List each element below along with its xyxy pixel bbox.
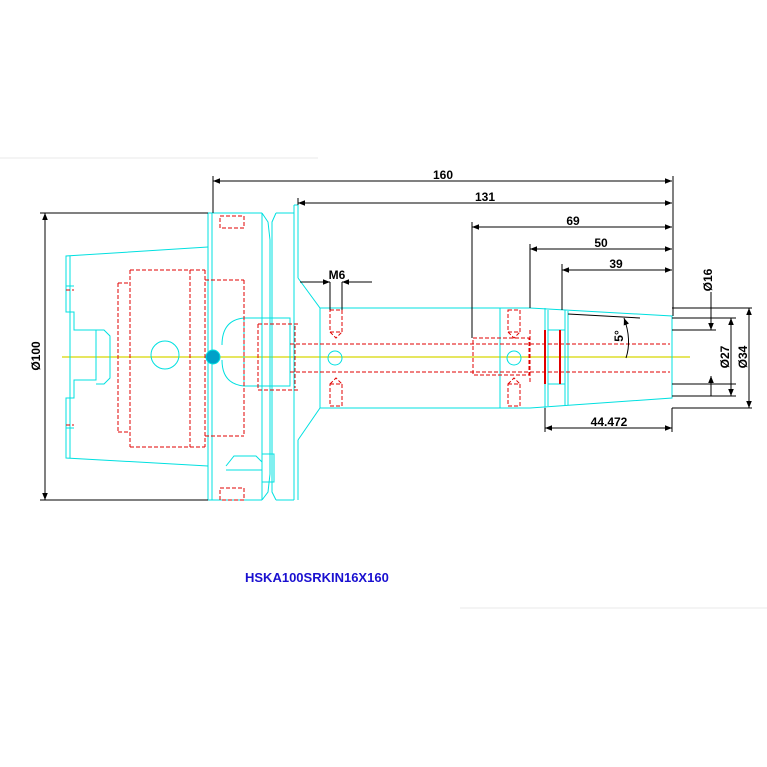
thread-m6-label: M6 xyxy=(329,268,346,282)
center-mark xyxy=(205,349,221,365)
shrink-bore-wall xyxy=(544,330,561,384)
dim-69-label: 69 xyxy=(566,214,580,228)
dim-d16-label: Ø16 xyxy=(701,268,715,291)
dim-131-label: 131 xyxy=(475,190,495,204)
dim-50-label: 50 xyxy=(594,236,608,250)
part-number-title: HSKA100SRKIN16X160 xyxy=(245,570,389,585)
holder-outline xyxy=(65,204,673,501)
dim-taper-angle-label: 5° xyxy=(612,330,626,342)
dim-39-label: 39 xyxy=(609,257,623,271)
dimension-lines xyxy=(40,176,752,501)
dim-d100-label: Ø100 xyxy=(29,341,43,371)
sheet-border xyxy=(0,157,767,609)
hidden-features xyxy=(66,215,670,501)
dim-d34-label: Ø34 xyxy=(736,345,750,368)
cross-holes xyxy=(150,340,522,370)
dim-d27-label: Ø27 xyxy=(718,345,732,368)
dim-44472-label: 44.472 xyxy=(591,415,628,429)
dim-160-label: 160 xyxy=(433,168,453,182)
